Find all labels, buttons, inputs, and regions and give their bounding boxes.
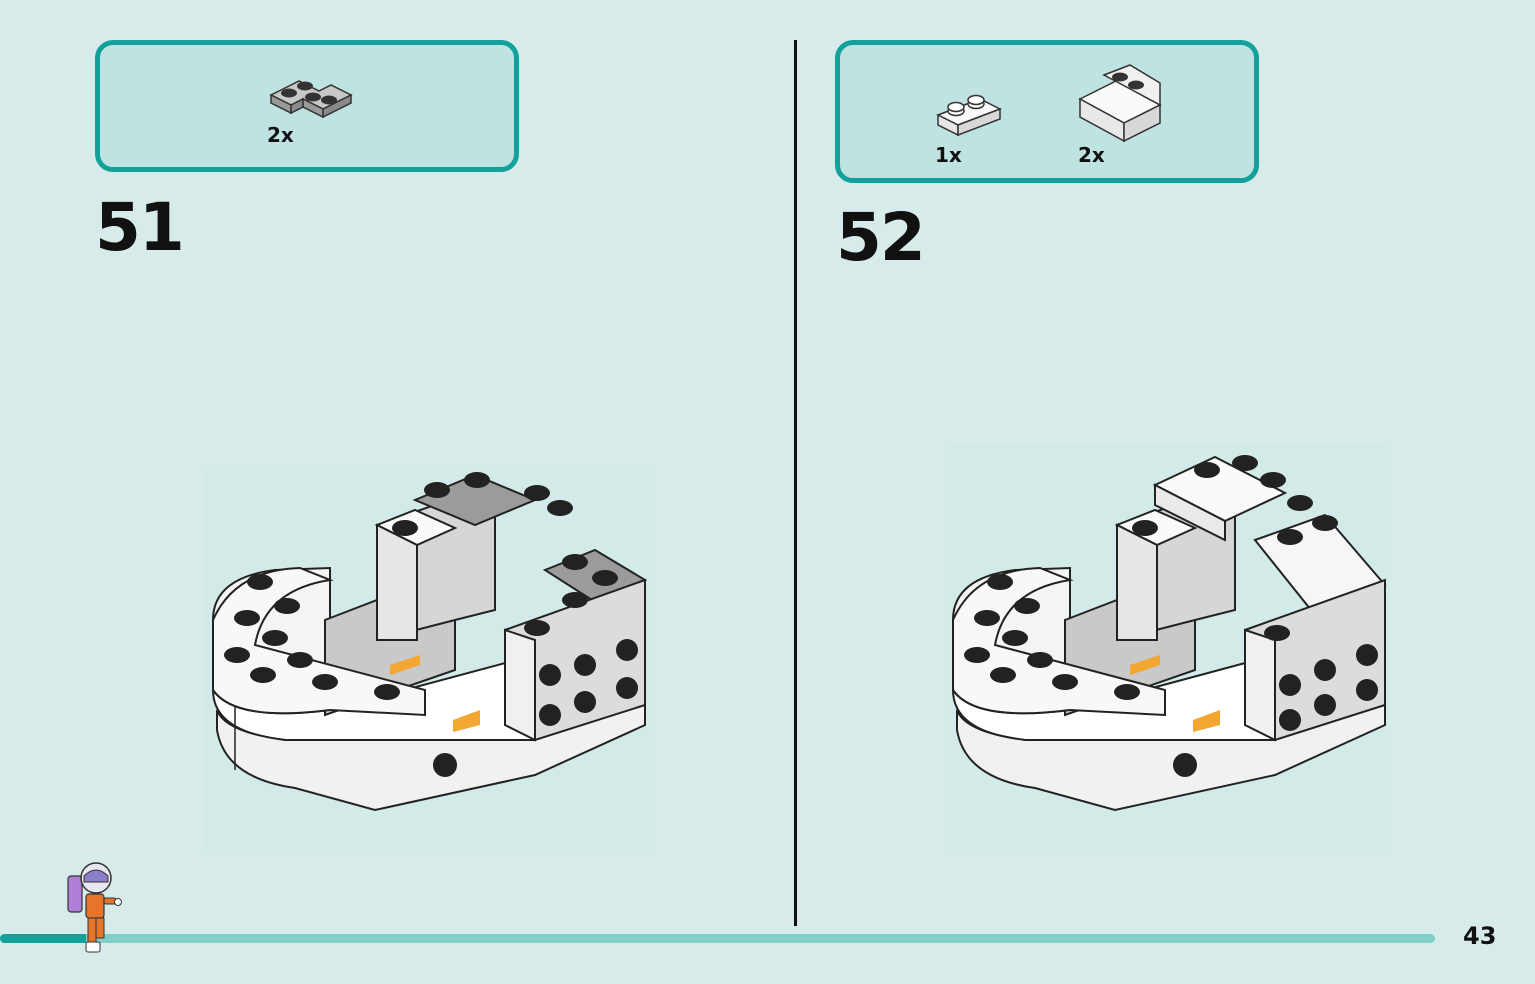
part-quantity: 2x: [267, 123, 294, 147]
astronaut-icon: [67, 862, 122, 953]
model-illustration-step-51: [205, 470, 650, 850]
step-number: 51: [95, 189, 185, 266]
progress-track: [0, 934, 1435, 943]
white-slope-brick-icon: [1078, 64, 1162, 143]
model-illustration-step-52: [945, 445, 1390, 850]
page-divider: [794, 40, 797, 926]
page-number: 43: [1463, 922, 1497, 950]
parts-callout-step-52: 1x 2x: [835, 40, 1259, 183]
progress-fill: [0, 934, 86, 943]
part-quantity: 1x: [935, 143, 962, 167]
parts-callout-step-51: 2x: [95, 40, 519, 172]
white-plate-1x2-icon: [936, 94, 1002, 137]
step-number: 52: [836, 199, 926, 276]
gray-corner-plate-icon: [269, 80, 353, 119]
part-quantity: 2x: [1078, 143, 1105, 167]
